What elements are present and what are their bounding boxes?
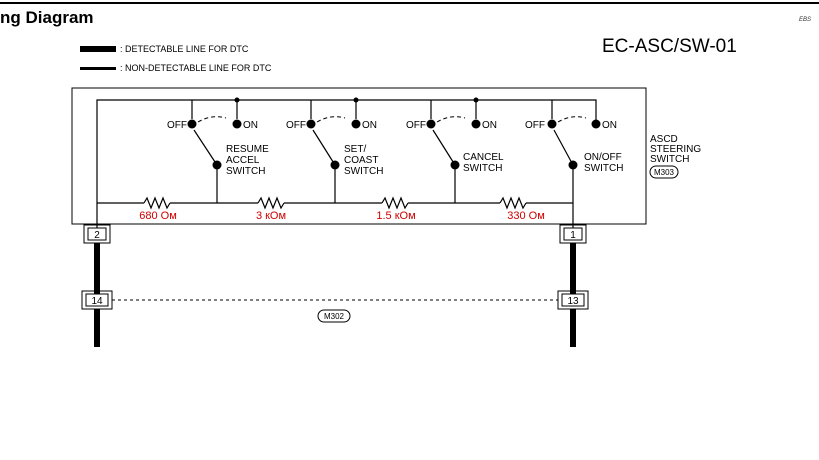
component-name-line1: ASCD bbox=[650, 134, 678, 145]
legend-detectable-label: : DETECTABLE LINE FOR DTC bbox=[120, 44, 249, 54]
terminal-1: 1 bbox=[559, 224, 587, 244]
resistor-label-3k: 3 кОм bbox=[256, 210, 286, 222]
legend-non-detectable-label: : NON-DETECTABLE LINE FOR DTC bbox=[120, 63, 272, 73]
switch-pivot-dot bbox=[450, 160, 460, 170]
diagram-reference: EC-ASC/SW-01 bbox=[602, 36, 737, 57]
svg-text:1: 1 bbox=[570, 230, 576, 241]
off-contact-dot bbox=[187, 119, 197, 129]
svg-text:RESUME: RESUME bbox=[226, 144, 269, 155]
on-off-switch: OFF ON ON/OFF SWITCH bbox=[525, 100, 623, 174]
svg-text:2: 2 bbox=[94, 230, 100, 241]
legend-thin-line bbox=[80, 66, 116, 70]
svg-text:OFF: OFF bbox=[525, 120, 545, 131]
svg-text:ON/OFF: ON/OFF bbox=[584, 152, 622, 163]
svg-text:OFF: OFF bbox=[286, 120, 306, 131]
svg-text:SWITCH: SWITCH bbox=[344, 166, 383, 177]
resistor-label-1k5: 1.5 кОм bbox=[376, 210, 415, 222]
switch-pivot-dot bbox=[568, 160, 578, 170]
on-contact-dot bbox=[232, 119, 242, 129]
svg-text:SWITCH: SWITCH bbox=[584, 163, 623, 174]
harness-connector-badge bbox=[317, 309, 351, 323]
switch-assembly-box bbox=[71, 87, 647, 225]
header-rule bbox=[0, 2, 819, 4]
switch-pivot-dot bbox=[330, 160, 340, 170]
component-connector-badge bbox=[649, 165, 679, 179]
svg-text:13: 13 bbox=[567, 296, 579, 307]
svg-text:COAST: COAST bbox=[344, 155, 378, 166]
on-contact-dot bbox=[591, 119, 601, 129]
resistor-label-680: 680 Ом bbox=[139, 210, 177, 222]
set-coast-switch: OFF ON SET/ COAST SWITCH bbox=[286, 97, 383, 177]
terminal-14: 14 bbox=[81, 290, 113, 310]
svg-text:ON: ON bbox=[602, 120, 617, 131]
common-line bbox=[96, 99, 597, 203]
off-contact-dot bbox=[547, 119, 557, 129]
harness-connector-label: M302 bbox=[324, 312, 345, 321]
svg-text:OFF: OFF bbox=[406, 120, 426, 131]
on-contact-dot bbox=[351, 119, 361, 129]
off-contact-dot bbox=[426, 119, 436, 129]
off-contact-dot bbox=[306, 119, 316, 129]
svg-text:SWITCH: SWITCH bbox=[226, 166, 265, 177]
on-contact-dot bbox=[471, 119, 481, 129]
terminal-2: 2 bbox=[83, 224, 111, 244]
svg-text:SWITCH: SWITCH bbox=[463, 163, 502, 174]
component-name-line3: SWITCH bbox=[650, 154, 689, 165]
legend-non-detectable: : NON-DETECTABLE LINE FOR DTC bbox=[80, 63, 271, 73]
svg-text:SET/: SET/ bbox=[344, 144, 366, 155]
svg-text:OFF: OFF bbox=[167, 120, 187, 131]
legend-detectable: : DETECTABLE LINE FOR DTC bbox=[80, 44, 248, 54]
page-title: ng Diagram bbox=[0, 8, 94, 27]
svg-text:ON: ON bbox=[482, 120, 497, 131]
resistor-ladder bbox=[96, 168, 574, 228]
svg-text:14: 14 bbox=[91, 296, 103, 307]
terminal-13: 13 bbox=[557, 290, 589, 310]
section-code: EBS bbox=[798, 17, 811, 23]
svg-text:ON: ON bbox=[243, 120, 258, 131]
switch-pivot-dot bbox=[212, 160, 222, 170]
svg-text:ON: ON bbox=[362, 120, 377, 131]
resume-accel-switch: OFF ON RESUME ACCEL SWITCH bbox=[167, 97, 269, 177]
cancel-switch: OFF ON CANCEL SWITCH bbox=[406, 97, 504, 174]
svg-text:ACCEL: ACCEL bbox=[226, 155, 260, 166]
resistor-label-330: 330 Ом bbox=[507, 210, 545, 222]
svg-text:CANCEL: CANCEL bbox=[463, 152, 504, 163]
legend-thick-line bbox=[80, 46, 116, 52]
component-name-line2: STEERING bbox=[650, 144, 701, 155]
component-connector-label: M303 bbox=[654, 168, 675, 177]
